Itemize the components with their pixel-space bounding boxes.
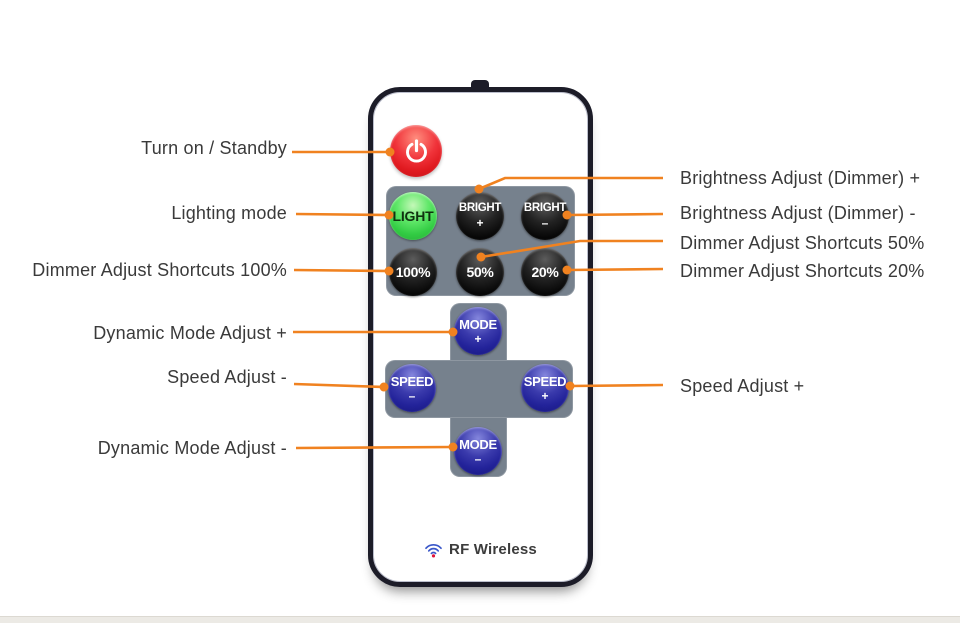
mode-plus-sign: + — [474, 331, 482, 346]
power-icon — [405, 138, 427, 162]
speed-plus-button[interactable]: SPEED + — [521, 364, 569, 412]
rf-wireless-label: RF Wireless — [449, 541, 537, 558]
mode-plus-label: MODE — [459, 316, 497, 332]
dim-20-button[interactable]: 20% — [521, 248, 569, 296]
mode-minus-button[interactable]: MODE – — [454, 427, 502, 475]
dim-100-label: 100% — [395, 264, 431, 280]
bright-minus-label: BRIGHT — [523, 202, 567, 215]
bright-minus-sign: – — [541, 215, 549, 230]
bright-plus-button[interactable]: BRIGHT + — [456, 192, 504, 240]
label-speed-adjust-minus: Speed Adjust - — [167, 367, 287, 387]
speed-minus-sign: – — [408, 388, 416, 403]
dim-50-button[interactable]: 50% — [456, 248, 504, 296]
rf-wireless-branding: RF Wireless — [368, 541, 593, 558]
light-button-label: LIGHT — [392, 208, 434, 224]
dim-20-label: 20% — [531, 264, 559, 280]
dim-100-button[interactable]: 100% — [389, 248, 437, 296]
label-lighting-mode: Lighting mode — [171, 203, 287, 223]
dim-50-label: 50% — [466, 264, 494, 280]
label-turn-on-standby: Turn on / Standby — [141, 138, 287, 158]
label-speed-adjust-plus: Speed Adjust + — [680, 376, 805, 396]
photo-bottom-edge — [0, 616, 960, 623]
label-dimmer-shortcut-20: Dimmer Adjust Shortcuts 20% — [680, 261, 925, 281]
speed-minus-button[interactable]: SPEED – — [388, 364, 436, 412]
bright-plus-label: BRIGHT — [458, 202, 502, 215]
label-dimmer-shortcut-50: Dimmer Adjust Shortcuts 50% — [680, 233, 925, 253]
speed-minus-label: SPEED — [390, 373, 434, 389]
speed-plus-sign: + — [541, 388, 549, 403]
bright-minus-button[interactable]: BRIGHT – — [521, 192, 569, 240]
mode-minus-sign: – — [474, 451, 482, 466]
wifi-icon — [425, 544, 442, 558]
label-brightness-minus: Brightness Adjust (Dimmer) - — [680, 203, 916, 223]
power-button[interactable] — [390, 125, 442, 177]
label-dimmer-shortcut-100: Dimmer Adjust Shortcuts 100% — [32, 260, 287, 280]
label-dynamic-mode-minus: Dynamic Mode Adjust - — [97, 438, 287, 458]
mode-plus-button[interactable]: MODE + — [454, 307, 502, 355]
light-button[interactable]: LIGHT — [389, 192, 437, 240]
label-dynamic-mode-plus: Dynamic Mode Adjust + — [93, 323, 287, 343]
speed-plus-label: SPEED — [523, 373, 567, 389]
label-brightness-plus: Brightness Adjust (Dimmer) + — [680, 168, 921, 188]
mode-minus-label: MODE — [459, 436, 497, 452]
bright-plus-sign: + — [476, 215, 484, 230]
